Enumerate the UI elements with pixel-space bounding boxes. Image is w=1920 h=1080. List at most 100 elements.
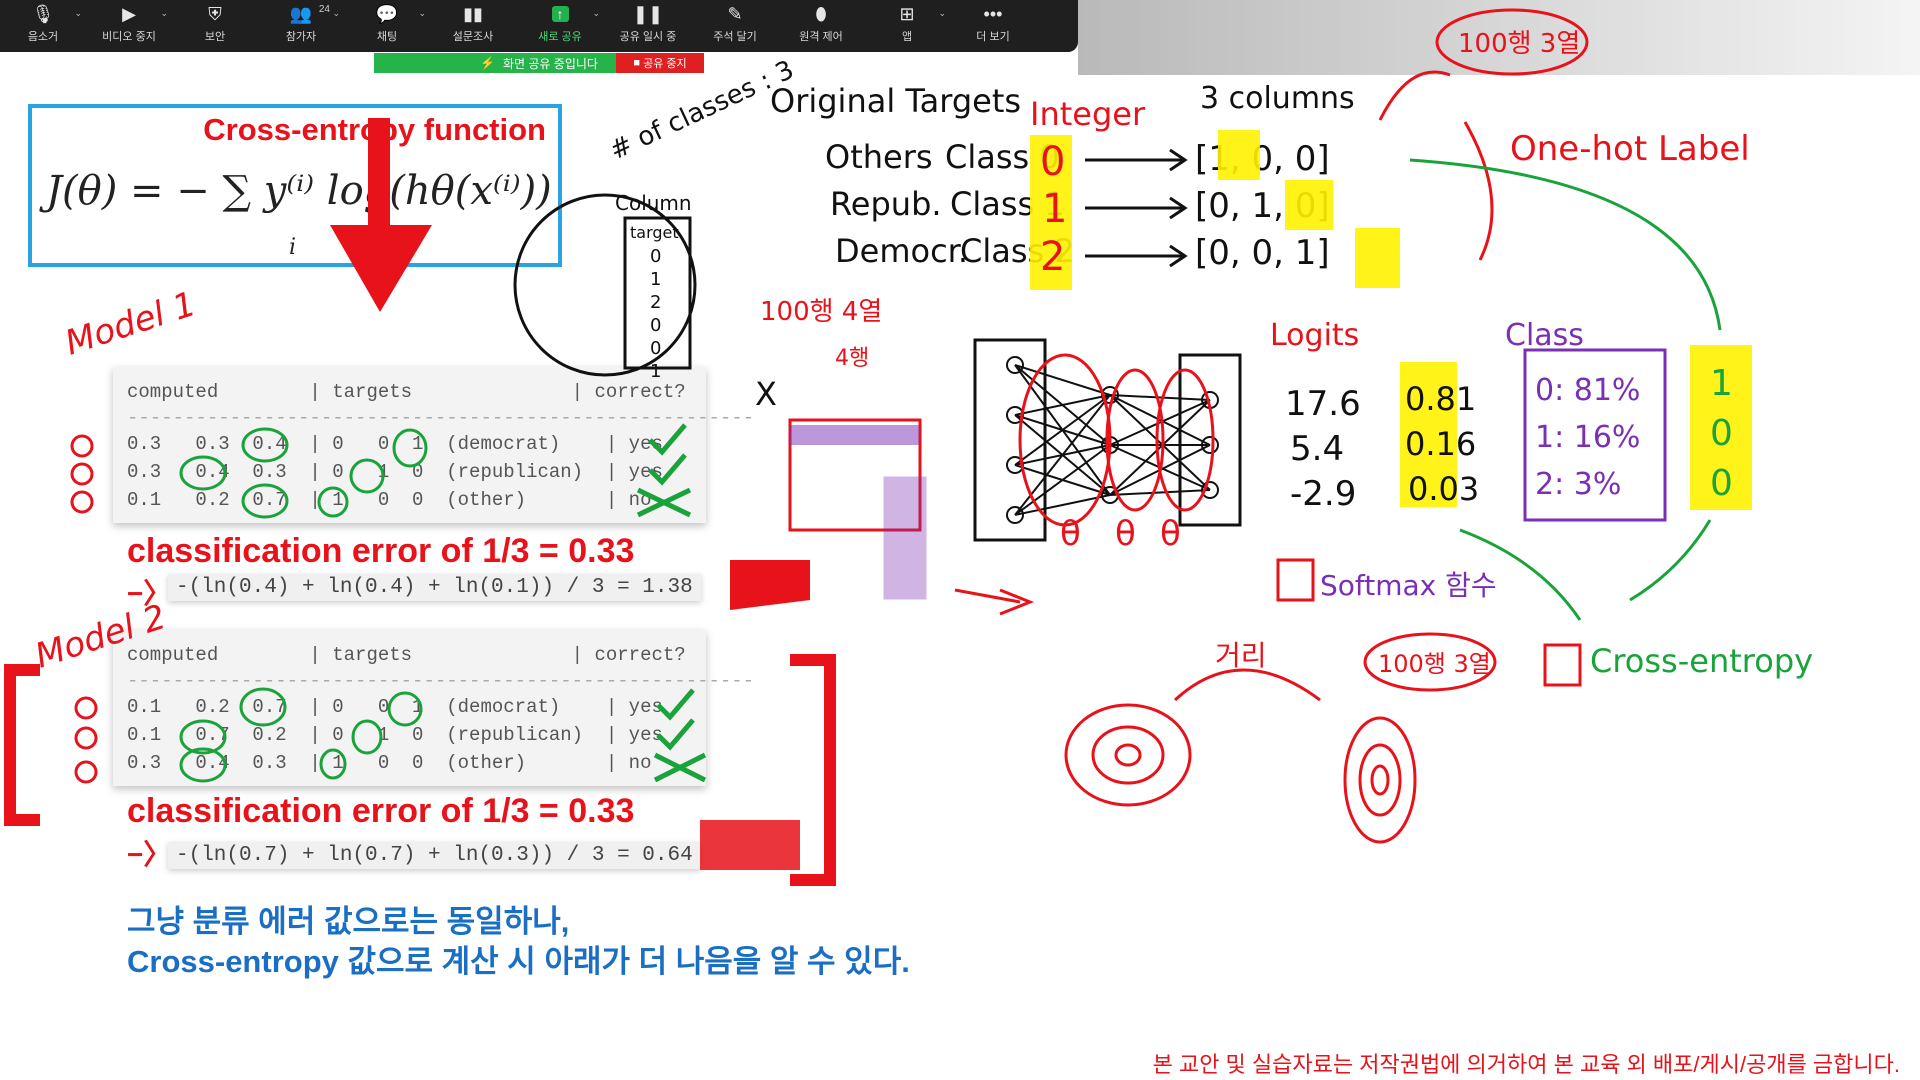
conclusion-line2: Cross-entropy 값으로 계산 시 아래가 더 나음을 알 수 있다. [127,944,910,979]
class-title: Class [1505,318,1584,353]
prob-values: 0.81 0.16 0.03 [1405,380,1479,508]
cross-entropy-label: Cross-entropy [1590,642,1813,680]
arrow-mark: −〉 [127,839,172,870]
yellow-highlights [1030,130,1752,510]
model2-calc: -(ln(0.7) + ln(0.7) + ln(0.3)) / 3 = 0.6… [168,842,701,869]
chevron-down-icon[interactable]: ⌄ [74,8,82,18]
toolbar-pause-button[interactable]: ❚❚공유 일시 중 [604,0,692,52]
calc-highlight-mark [700,820,800,870]
model1-error-text: classification error of 1/3 = 0.33 [127,532,635,570]
target-column-box [623,216,692,370]
integer-values: 012 [1040,139,1067,280]
shape-100x4-label: 100행 4열 [760,297,882,327]
toolbar-chat-button[interactable]: 💬채팅⌄ [344,0,430,52]
svg-text:[0, 0, 1]: [0, 0, 1] [1195,233,1330,273]
red-arrow [954,588,1035,616]
cross-entropy-formula: J(θ) = − ∑ y⁽ⁱ⁾ log(hθ(x⁽ⁱ⁾)) [46,168,552,214]
toolbar-video-camera-button[interactable]: ▶비디오 중지⌄ [86,0,172,52]
toolbar-poll-button[interactable]: ▮▮설문조사 [430,0,516,52]
chevron-down-icon[interactable]: ⌄ [160,8,168,18]
mapping-arrows [1085,148,1188,268]
stop-share-button[interactable]: ■ 공유 중지 [616,53,704,73]
toolbar-microphone-button[interactable]: 🎙 음소거 ⌄ [0,0,86,52]
toolbar-apps-button[interactable]: ⊞앱⌄ [864,0,950,52]
participants-icon: 👥 [289,3,313,24]
video-camera-icon: ▶ [122,3,136,24]
table-rule: ----------------------------------------… [127,407,755,429]
svg-text:0: 0 [650,315,661,336]
distance-label: 거리 [1215,639,1267,672]
three-columns-label: 3 columns [1200,81,1355,116]
arrow-mark: −〉 [127,578,172,609]
one-hot-label: One-hot Label [1510,129,1750,169]
svg-text:[1, 0, 0]: [1, 0, 0] [1195,139,1330,179]
table-row: 0.1 0.2 0.7 | 1 0 0 (other) | no [127,489,652,511]
toolbar-label: 보안 [204,31,226,43]
svg-text:0: 0 [1710,463,1733,504]
svg-text:0: 81%: 0: 81% [1535,373,1640,408]
bracket-curve [1463,121,1494,261]
left-bracket [4,664,40,826]
toolbar-pen-button[interactable]: ✎ 주석 달기 [692,0,778,52]
toolbar-shield-button[interactable]: ⛨ 보안 [172,0,258,52]
target-rows: Others Class 0 [1, 0, 0] Repub. Class 1 … [825,138,1330,273]
svg-text:0: 0 [1040,139,1065,185]
table-header: computed | targets | correct? [127,644,686,666]
svg-text:1: 1 [1042,186,1067,232]
mouse-icon: ⬮ [815,3,827,24]
toolbar-label: 원격 제어 [799,31,843,43]
microphone-icon: 🎙 [31,3,55,24]
toolbar-mouse-button[interactable]: ⬮ 원격 제어 [778,0,864,52]
shape-100x3-label: 100행 3열 [1378,650,1491,678]
share-status-icon: ⚡ [480,56,495,70]
chevron-down-icon[interactable]: ⌄ [332,8,340,18]
onehot-output: 1 0 0 [1710,363,1733,504]
svg-text:5.4: 5.4 [1290,429,1344,469]
model2-table: computed | targets | correct? ----------… [113,630,754,786]
svg-text:2: 3%: 2: 3% [1535,467,1621,502]
distance-sketch [1064,668,1417,844]
toolbar-label: 공유 일시 중 [619,31,677,43]
softmax-label: Softmax 함수 [1320,569,1497,602]
toolbar-label: 주석 달기 [713,31,757,43]
pen-icon: ✎ [727,3,743,24]
conclusion-line1: 그냥 분류 에러 값으로는 동일하나, [127,904,570,939]
cross-entropy-badge [1543,643,1582,687]
toolbar-share-screen-button[interactable]: ↑새로 공유⌄ [516,0,604,52]
green-arrow [1459,528,1582,621]
svg-text:-2.9: -2.9 [1290,474,1356,514]
table-row: 0.3 0.3 0.4 | 0 0 1 (democrat) | yes [127,433,663,455]
toolbar-label: 음소거 [27,31,59,43]
svg-text:17.6: 17.6 [1285,384,1361,424]
model1-label: Model 1 [60,284,200,364]
share-status-text: 화면 공유 중입니다 [502,56,598,71]
chevron-down-icon[interactable]: ⌄ [938,8,946,18]
logits-values: 17.6 5.4 -2.9 [1285,384,1361,514]
shape-ellipse [1435,8,1589,76]
chevron-down-icon[interactable]: ⌄ [418,8,426,18]
toolbar-more-button[interactable]: •••더 보기 [950,0,1036,52]
toolbar-label: 앱 [901,31,913,43]
neural-network: θ θ θ [973,338,1242,554]
copyright-notice: 본 교안 및 실습자료는 저작권법에 의거하여 본 교육 외 배포/게시/공개를… [1152,1052,1900,1077]
svg-text:2: 2 [650,292,661,313]
toolbar-label: 더 보기 [976,31,1010,43]
screen-background-strip [1078,0,1920,75]
highlight-circles [179,427,428,783]
red-down-arrow [330,118,432,312]
participant-count: 24 [318,4,330,15]
calc-highlight-mark [730,560,810,610]
svg-text:0.16: 0.16 [1405,425,1476,463]
shape-100x3-label: 100행 3열 [1458,29,1580,59]
original-targets-title: Original Targets [770,82,1021,120]
model1-table: computed | targets | correct? ----------… [113,367,754,523]
chevron-down-icon[interactable]: ⌄ [592,8,600,18]
svg-text:2: 2 [1040,234,1065,280]
share-screen-icon: ↑ [551,0,569,28]
shield-icon: ⛨ [208,3,222,24]
x-label: X [755,375,777,413]
table-row: 0.3 0.4 0.3 | 1 0 0 (other) | no [127,752,652,774]
toolbar-label: 설문조사 [452,31,494,43]
